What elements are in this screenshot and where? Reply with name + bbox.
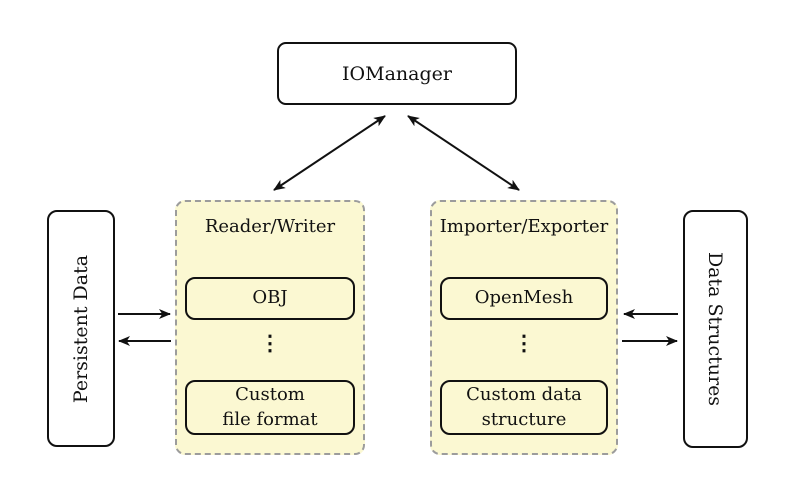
ellipsis-reader-writer: ⋮ (259, 330, 281, 355)
node-persistent-data-label: Persistent Data (70, 254, 92, 403)
node-openmesh: OpenMesh (440, 277, 608, 320)
node-iomanager-label: IOManager (342, 62, 452, 85)
group-importer-exporter-title: Importer/Exporter (439, 216, 609, 237)
arrow-iomanager-readerwriter (273, 115, 386, 191)
group-reader-writer-title: Reader/Writer (204, 216, 336, 237)
node-data-structures-label: Data Structures (704, 251, 727, 407)
node-custom-file-format: Custom file format (185, 380, 355, 435)
node-data-structures: Data Structures (683, 210, 748, 448)
node-persistent-data: Persistent Data (47, 210, 115, 447)
group-importer-exporter: Importer/Exporter OpenMesh ⋮ Custom data… (430, 200, 618, 455)
group-reader-writer: Reader/Writer OBJ ⋮ Custom file format (175, 200, 365, 455)
node-custom-data-structure: Custom data structure (440, 380, 608, 435)
arrow-iomanager-importerexporter (407, 115, 520, 191)
ellipsis-importer-exporter: ⋮ (513, 330, 535, 355)
node-iomanager: IOManager (277, 42, 517, 105)
node-obj: OBJ (185, 277, 355, 320)
